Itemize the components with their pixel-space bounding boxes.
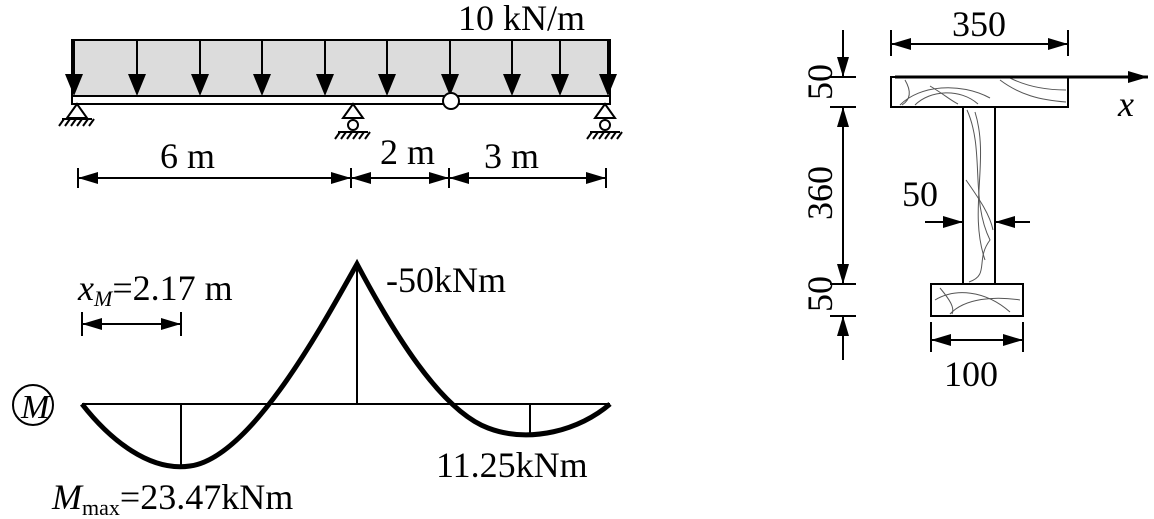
- cross-section: x 350 50 360 50 50 100: [800, 4, 1148, 394]
- bottom-width-label: 100: [944, 354, 998, 394]
- xm-dimension: [81, 312, 182, 336]
- moment-diagram: M xM=2.17 m -50kNm 11.25kNm Mmax=23.47kN…: [12, 258, 612, 519]
- load-arrow: [191, 40, 209, 96]
- load-arrow: [441, 40, 459, 96]
- load-arrow: [551, 40, 569, 96]
- load-arrow: [253, 40, 271, 96]
- flange-width-label: 350: [952, 4, 1006, 44]
- load-arrow: [378, 40, 396, 96]
- mmax-label: Mmax=23.47kNm: [51, 477, 293, 519]
- span3-moment-label: 11.25kNm: [436, 445, 588, 485]
- x-axis-label: x: [1117, 84, 1134, 124]
- load-arrow: [65, 40, 83, 96]
- span-dimensions: 6 m 2 m 3 m: [77, 132, 607, 188]
- web-thickness-label: 50: [902, 174, 938, 214]
- moment-curve: [80, 258, 612, 470]
- internal-hinge: [442, 92, 460, 110]
- load-arrow: [503, 40, 521, 96]
- distributed-load-area: [71, 39, 611, 97]
- load-label: 10 kN/m: [458, 0, 585, 38]
- load-arrows: [65, 40, 617, 96]
- beam-diagram: 10 kN/m 6 m 2: [58, 0, 623, 188]
- moment-symbol: M: [12, 384, 54, 426]
- bottom-width-dimension: [930, 322, 1024, 352]
- span2-label: 2 m: [380, 132, 435, 172]
- web-height-label: 360: [800, 166, 840, 220]
- bottom-flange-label: 50: [800, 276, 840, 312]
- xm-label: xM=2.17 m: [77, 268, 233, 311]
- peak-moment-label: -50kNm: [386, 260, 506, 300]
- height-dimension: [830, 30, 856, 360]
- svg-text:M: M: [20, 389, 51, 426]
- top-flange-label: 50: [800, 64, 840, 100]
- pin-support-left: [58, 102, 95, 127]
- span1-label: 6 m: [160, 136, 215, 176]
- beam-body: [71, 95, 611, 105]
- wood-grain: [899, 77, 1067, 315]
- roller-support-right: [586, 102, 623, 140]
- flange-width-dimension: [890, 30, 1069, 56]
- load-arrow: [316, 40, 334, 96]
- load-arrow: [128, 40, 146, 96]
- load-arrow: [599, 40, 617, 96]
- span3-label: 3 m: [484, 136, 539, 176]
- roller-support-middle: [334, 102, 371, 140]
